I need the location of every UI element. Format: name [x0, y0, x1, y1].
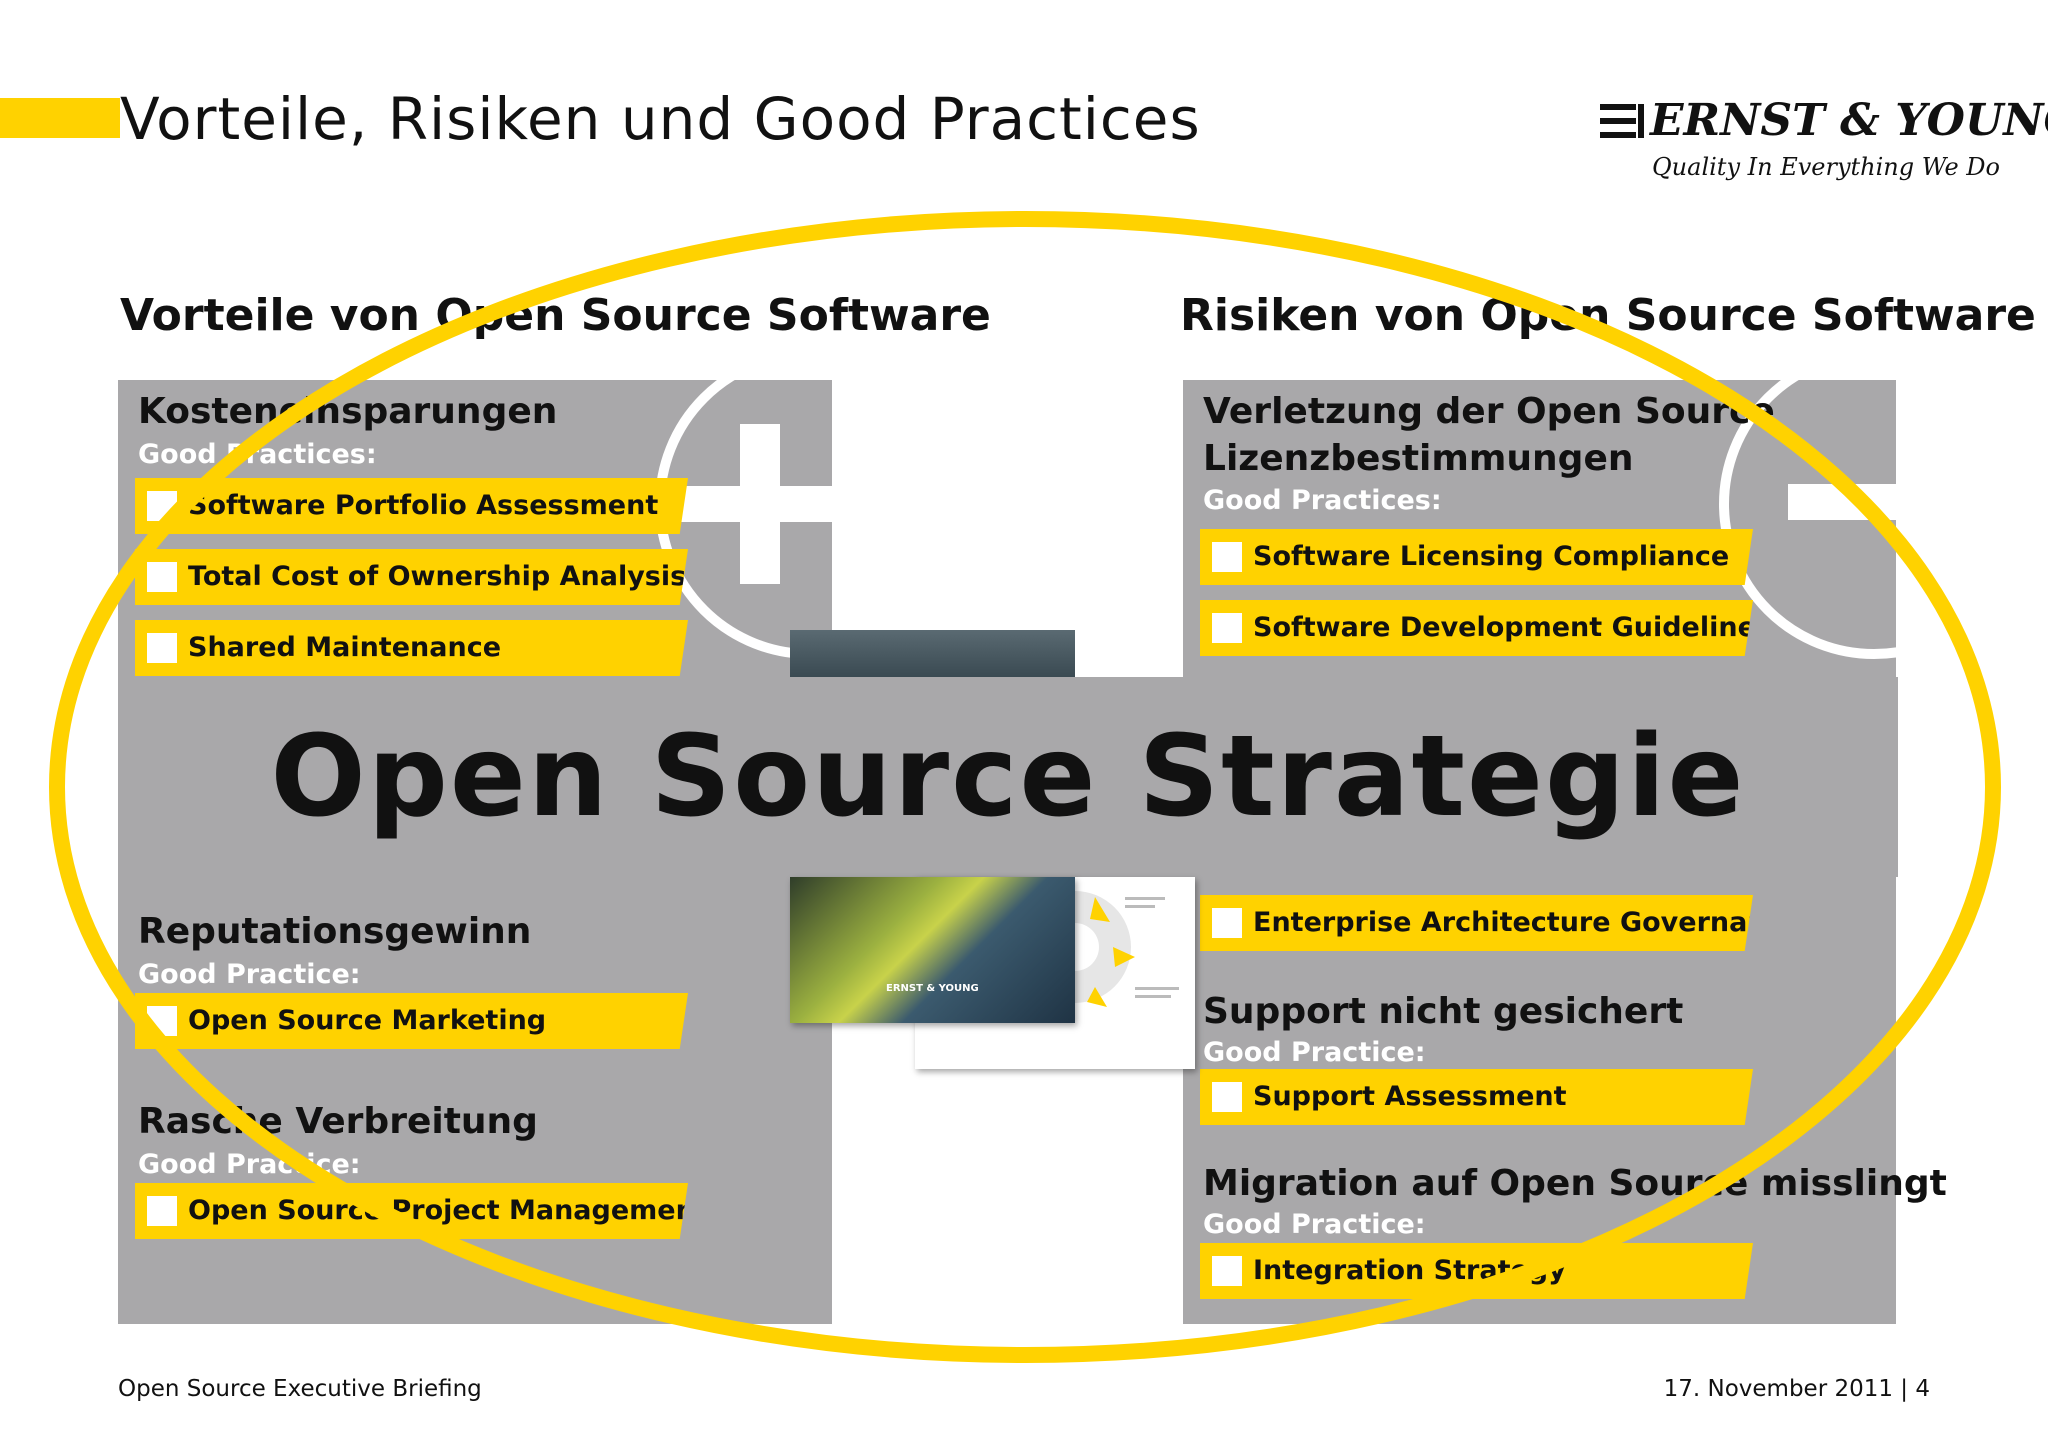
practice-label: Shared Maintenance	[188, 632, 502, 663]
checkbox-icon	[1212, 908, 1242, 938]
logo-tagline: Quality In Everything We Do	[1652, 153, 2000, 181]
brochure-cover: ERNST & YOUNG	[790, 877, 1075, 1023]
practice-label: Total Cost of Ownership Analysis	[188, 561, 687, 592]
practice-label: Enterprise Architecture Governance	[1253, 907, 1801, 938]
left-column-heading: Vorteile von Open Source Software	[120, 290, 991, 341]
good-practice-label: Good Practice:	[138, 1149, 361, 1180]
logo-text: ERNST & YOUNG	[1650, 95, 2048, 146]
practice-banner: Shared Maintenance	[135, 620, 688, 676]
checkbox-icon	[1212, 542, 1242, 572]
practice-banner: Software Portfolio Assessment	[135, 478, 688, 534]
practice-label: Open Source Project Management	[188, 1195, 708, 1226]
checkbox-icon	[1212, 613, 1242, 643]
practice-banner: Support Assessment	[1200, 1069, 1753, 1125]
group-title-lizenz-line1: Verletzung der Open Source	[1203, 391, 1775, 432]
group-title-kosteneinsparungen: Kosteneinsparungen	[138, 391, 558, 432]
good-practice-label: Good Practice:	[1203, 1209, 1426, 1240]
page-title: Vorteile, Risiken und Good Practices	[120, 85, 1201, 153]
practice-label: Software Portfolio Assessment	[188, 490, 659, 521]
checkbox-icon	[147, 633, 177, 663]
checkbox-icon	[147, 562, 177, 592]
group-title-reputationsgewinn: Reputationsgewinn	[138, 911, 532, 952]
good-practices-label: Good Practices:	[1203, 485, 1442, 516]
right-column-heading: Risiken von Open Source Software	[1180, 290, 2036, 341]
footer-right: 17. November 2011 | 4	[1663, 1376, 1930, 1402]
checkbox-icon	[147, 1196, 177, 1226]
practice-banner: Total Cost of Ownership Analysis	[135, 549, 688, 605]
practice-label: Support Assessment	[1253, 1081, 1567, 1112]
practice-banner: Integration Strategy	[1200, 1243, 1753, 1299]
ernst-young-logo: ERNST & YOUNG Quality In Everything We D…	[1600, 96, 2048, 186]
group-title-rasche-verbreitung: Rasche Verbreitung	[138, 1101, 538, 1142]
good-practices-label: Good Practices:	[138, 439, 377, 470]
practice-banner: Enterprise Architecture Governance	[1200, 895, 1753, 951]
checkbox-icon	[147, 1006, 177, 1036]
practice-banner: Open Source Project Management	[135, 1183, 688, 1239]
group-title-lizenz-line2: Lizenzbestimmungen	[1203, 438, 1634, 479]
practice-label: Integration Strategy	[1253, 1255, 1566, 1286]
good-practice-label: Good Practice:	[138, 959, 361, 990]
practice-label: Software Licensing Compliance	[1253, 541, 1730, 572]
group-title-support: Support nicht gesichert	[1203, 991, 1684, 1032]
brochure-cover-top	[790, 630, 1075, 677]
logo-mark-icon	[1600, 104, 1644, 138]
group-title-migration: Migration auf Open Source misslingt	[1203, 1163, 1947, 1204]
practice-banner: Software Development Guidelines	[1200, 600, 1753, 656]
title-accent-bar	[0, 98, 120, 138]
practice-banner: Open Source Marketing	[135, 993, 688, 1049]
checkbox-icon	[147, 491, 177, 521]
good-practice-label: Good Practice:	[1203, 1037, 1426, 1068]
practice-banner: Software Licensing Compliance	[1200, 529, 1753, 585]
checkbox-icon	[1212, 1256, 1242, 1286]
footer-left: Open Source Executive Briefing	[118, 1376, 482, 1402]
strategy-title: Open Source Strategie	[270, 712, 1746, 842]
practice-label: Open Source Marketing	[188, 1005, 547, 1036]
practice-label: Software Development Guidelines	[1253, 612, 1772, 643]
brochure-logo: ERNST & YOUNG	[886, 983, 979, 994]
checkbox-icon	[1212, 1082, 1242, 1112]
